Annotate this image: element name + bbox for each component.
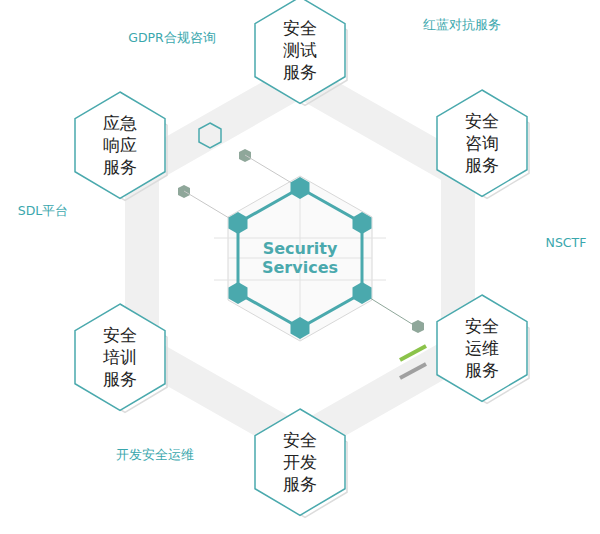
teal-outline <box>255 0 345 103</box>
center-title: Security Services <box>255 239 345 277</box>
vertex-hexagon <box>229 282 248 304</box>
frame-hexagon <box>228 176 372 341</box>
service-name: 安全培训服务 <box>103 324 137 390</box>
service-name: 安全运维服务 <box>465 315 499 381</box>
vertex-hexagon <box>353 282 372 304</box>
accent-bar <box>400 346 426 360</box>
small-hexagon <box>199 123 221 148</box>
service-tag: SDL平台 <box>16 203 71 220</box>
service-tag: 开发安全运维 <box>114 447 196 464</box>
service-name: 安全咨询服务 <box>465 110 499 176</box>
service-tag: GDPR合规咨询 <box>126 30 218 47</box>
accent-bar <box>400 364 426 378</box>
teal-outline <box>75 304 165 410</box>
service-tag: 红蓝对抗服务 <box>421 17 503 34</box>
teal-outline <box>255 409 345 515</box>
center-hexagon: Security Services <box>238 188 362 328</box>
service-name: 安全测试服务 <box>283 17 317 83</box>
vertex-hexagon <box>291 177 310 199</box>
service-name: 安全开发服务 <box>283 429 317 495</box>
bg-hexagon <box>142 80 458 442</box>
teal-ring <box>238 188 362 328</box>
teal-outline <box>75 92 165 198</box>
service-hexagon: 安全开发服务 <box>255 409 345 515</box>
service-hexagon: 应急响应服务 <box>75 92 165 198</box>
service-hexagon: 安全培训服务 <box>75 304 165 410</box>
vertex-hexagon <box>229 212 248 234</box>
teal-outline <box>437 90 527 196</box>
service-name: 应急响应服务 <box>103 112 137 178</box>
service-hexagon: 安全测试服务 <box>255 0 345 103</box>
service-hexagon: 安全运维服务 <box>437 295 527 401</box>
vertex-hexagon <box>291 317 310 339</box>
service-tag: NSCTF <box>544 235 589 250</box>
frame-grid <box>214 176 386 341</box>
teal-outline <box>437 295 527 401</box>
small-hexagon <box>412 320 424 333</box>
service-hexagon: 安全咨询服务 <box>437 90 527 196</box>
vertex-hexagon <box>353 212 372 234</box>
